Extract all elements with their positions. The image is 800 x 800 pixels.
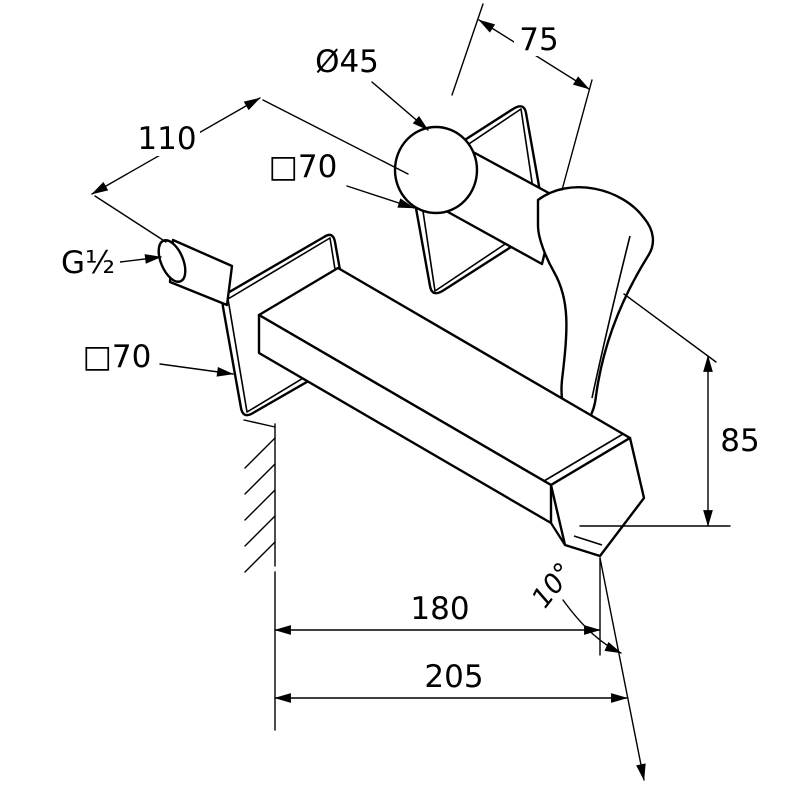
leader-dia45 [371,81,429,131]
label-bg [408,592,472,626]
dim-label-180: 180 [410,591,469,627]
angle-arc-leader [562,599,622,654]
dim-label-85: 85 [720,423,759,459]
label-bg [422,660,486,694]
dim-label-205: 205 [424,659,483,695]
ext-line-85-top [623,293,717,363]
spout-aerator-line [573,535,603,546]
dim-label-75: 75 [519,22,558,58]
hatch-tick [244,515,276,547]
dimension-labels: 75 Ø45 110 □70 G½ □70 85 180 205 10° [56,22,768,695]
spout-assembly [157,233,646,558]
leader-sq70-top [346,185,415,209]
spout-tip-edge [549,521,567,547]
dim-label-sq70-top: □70 [269,149,338,185]
label-bg [712,424,768,458]
mixer-handle-lever [536,186,655,426]
dim-label-dia45: Ø45 [315,44,379,80]
label-bg [76,338,158,374]
label-bg [308,44,386,78]
leader-g-half [119,254,162,264]
ext-line-75-left [451,3,484,96]
leader-sq70-bottom [159,363,234,377]
spout-outlet-slot [543,433,624,482]
mixer-assembly [393,105,655,426]
dim-label-110: 110 [137,121,196,157]
ref-line-angled-10deg [599,557,646,781]
label-bg [514,24,564,56]
hatch-tick [244,541,276,573]
angle-label-group: 10° [517,548,585,620]
ext-line-75-right [561,79,593,191]
cartridge-flange-circle [393,125,479,215]
wall-edge [243,419,276,428]
label-bg [262,148,344,184]
label-bg [517,548,585,620]
wall-hatching [243,419,276,573]
label-bg [134,122,200,156]
dim-label-sq70-bottom: □70 [83,339,152,375]
ext-line-110-left [94,195,167,243]
ext-line-110-right [262,99,409,175]
hatch-tick [244,437,276,469]
label-bg [56,244,120,280]
hatch-tick [244,489,276,521]
handle-edge-line [591,235,631,399]
dim-label-g-half: G½ [61,245,115,281]
hatch-tick [244,463,276,495]
